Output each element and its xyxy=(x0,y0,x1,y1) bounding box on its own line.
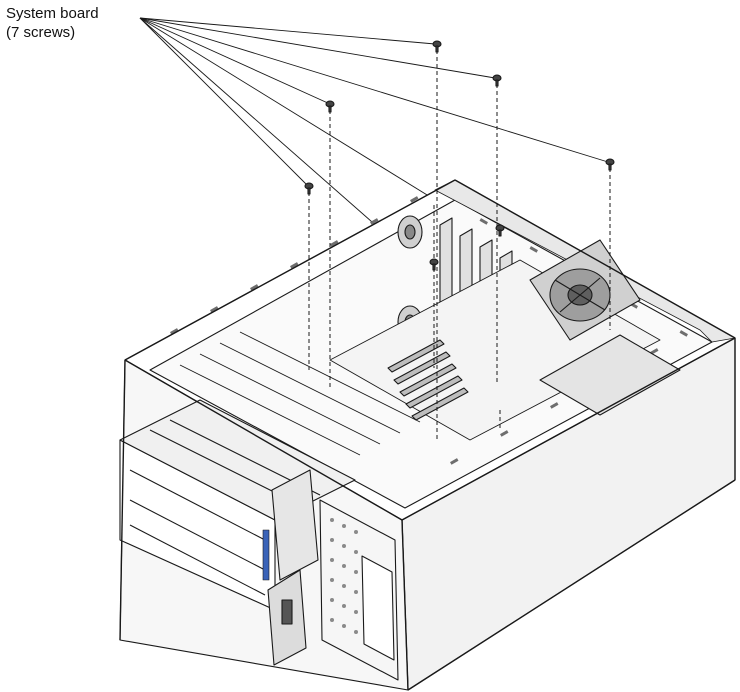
callout-subtitle: (7 screws) xyxy=(6,24,76,41)
power-supply xyxy=(539,334,681,416)
rear-fan-top xyxy=(397,215,423,249)
screw-2-icon xyxy=(492,74,502,87)
pci-slots xyxy=(387,339,469,421)
screw-drop-lines xyxy=(308,50,611,440)
front-grille xyxy=(319,499,399,681)
leader-lines xyxy=(139,17,609,237)
cpu-fan xyxy=(529,239,641,341)
callout-title: System board xyxy=(6,5,99,22)
front-io-bezel xyxy=(262,469,319,666)
screw-6-icon xyxy=(429,258,439,271)
screw-7-icon xyxy=(495,224,505,237)
chassis-edges xyxy=(119,179,736,691)
screw-callout-label: System board (7 screws) xyxy=(6,4,99,42)
screw-3-icon xyxy=(605,158,615,171)
screw-4-icon xyxy=(325,100,335,113)
screw-1-icon xyxy=(432,40,442,53)
screw-5-icon xyxy=(304,182,314,195)
